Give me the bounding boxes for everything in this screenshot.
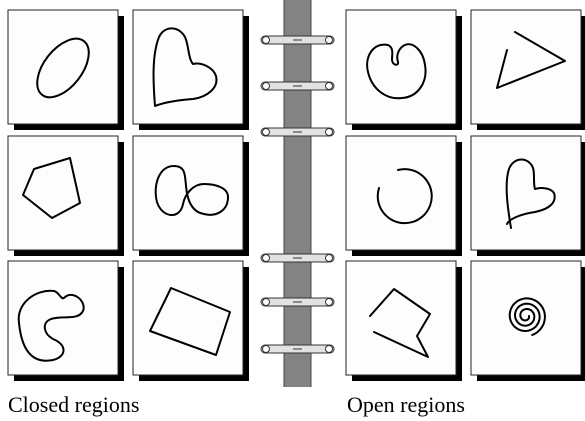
card-face: [132, 260, 244, 376]
card-face: [345, 260, 457, 376]
region-card: [470, 260, 585, 381]
card-face: [345, 9, 457, 125]
card-face: [7, 9, 119, 125]
heart-blob-icon: [152, 27, 218, 107]
open-regions-panel: [345, 9, 585, 381]
ellipse-icon: [36, 37, 90, 99]
caption-closed-regions: Closed regions: [8, 392, 140, 417]
card-face: [470, 135, 582, 251]
binder-ring: [260, 297, 335, 307]
open-triangle-icon: [496, 31, 566, 89]
open-kidney-icon: [366, 43, 427, 100]
region-card: [470, 135, 585, 256]
region-card: [470, 9, 585, 130]
card-face: [345, 135, 457, 251]
closed-regions-panel: [7, 9, 249, 381]
binder-spine: [283, 0, 312, 387]
spiral-icon: [508, 297, 546, 336]
region-card: [345, 260, 462, 381]
binder-ring: [260, 35, 335, 45]
region-card: [345, 9, 462, 130]
binder-ring: [260, 127, 335, 137]
card-face: [7, 135, 119, 251]
figure-eight-icon: [154, 165, 229, 216]
region-card: [345, 135, 462, 256]
cards-layer: [7, 9, 585, 381]
binder-ring: [260, 344, 335, 354]
card-face: [470, 9, 582, 125]
open-polygon-icon: [369, 288, 431, 358]
card-face: [470, 260, 582, 376]
quadrilateral-icon: [149, 287, 231, 356]
caption-open-regions: Open regions: [347, 392, 465, 417]
region-card: [132, 9, 249, 130]
blob-icon: [17, 289, 85, 362]
region-card: [7, 135, 124, 256]
region-card: [132, 135, 249, 256]
binder-ring: [260, 253, 335, 263]
region-card: [132, 260, 249, 381]
binder-ring: [260, 81, 335, 91]
open-circle-icon: [376, 168, 433, 225]
open-heart-icon: [505, 158, 556, 229]
region-card: [7, 260, 124, 381]
region-card: [7, 9, 124, 130]
binder-rings: [260, 35, 335, 354]
pentagon-icon: [22, 157, 81, 219]
card-face: [132, 9, 244, 125]
